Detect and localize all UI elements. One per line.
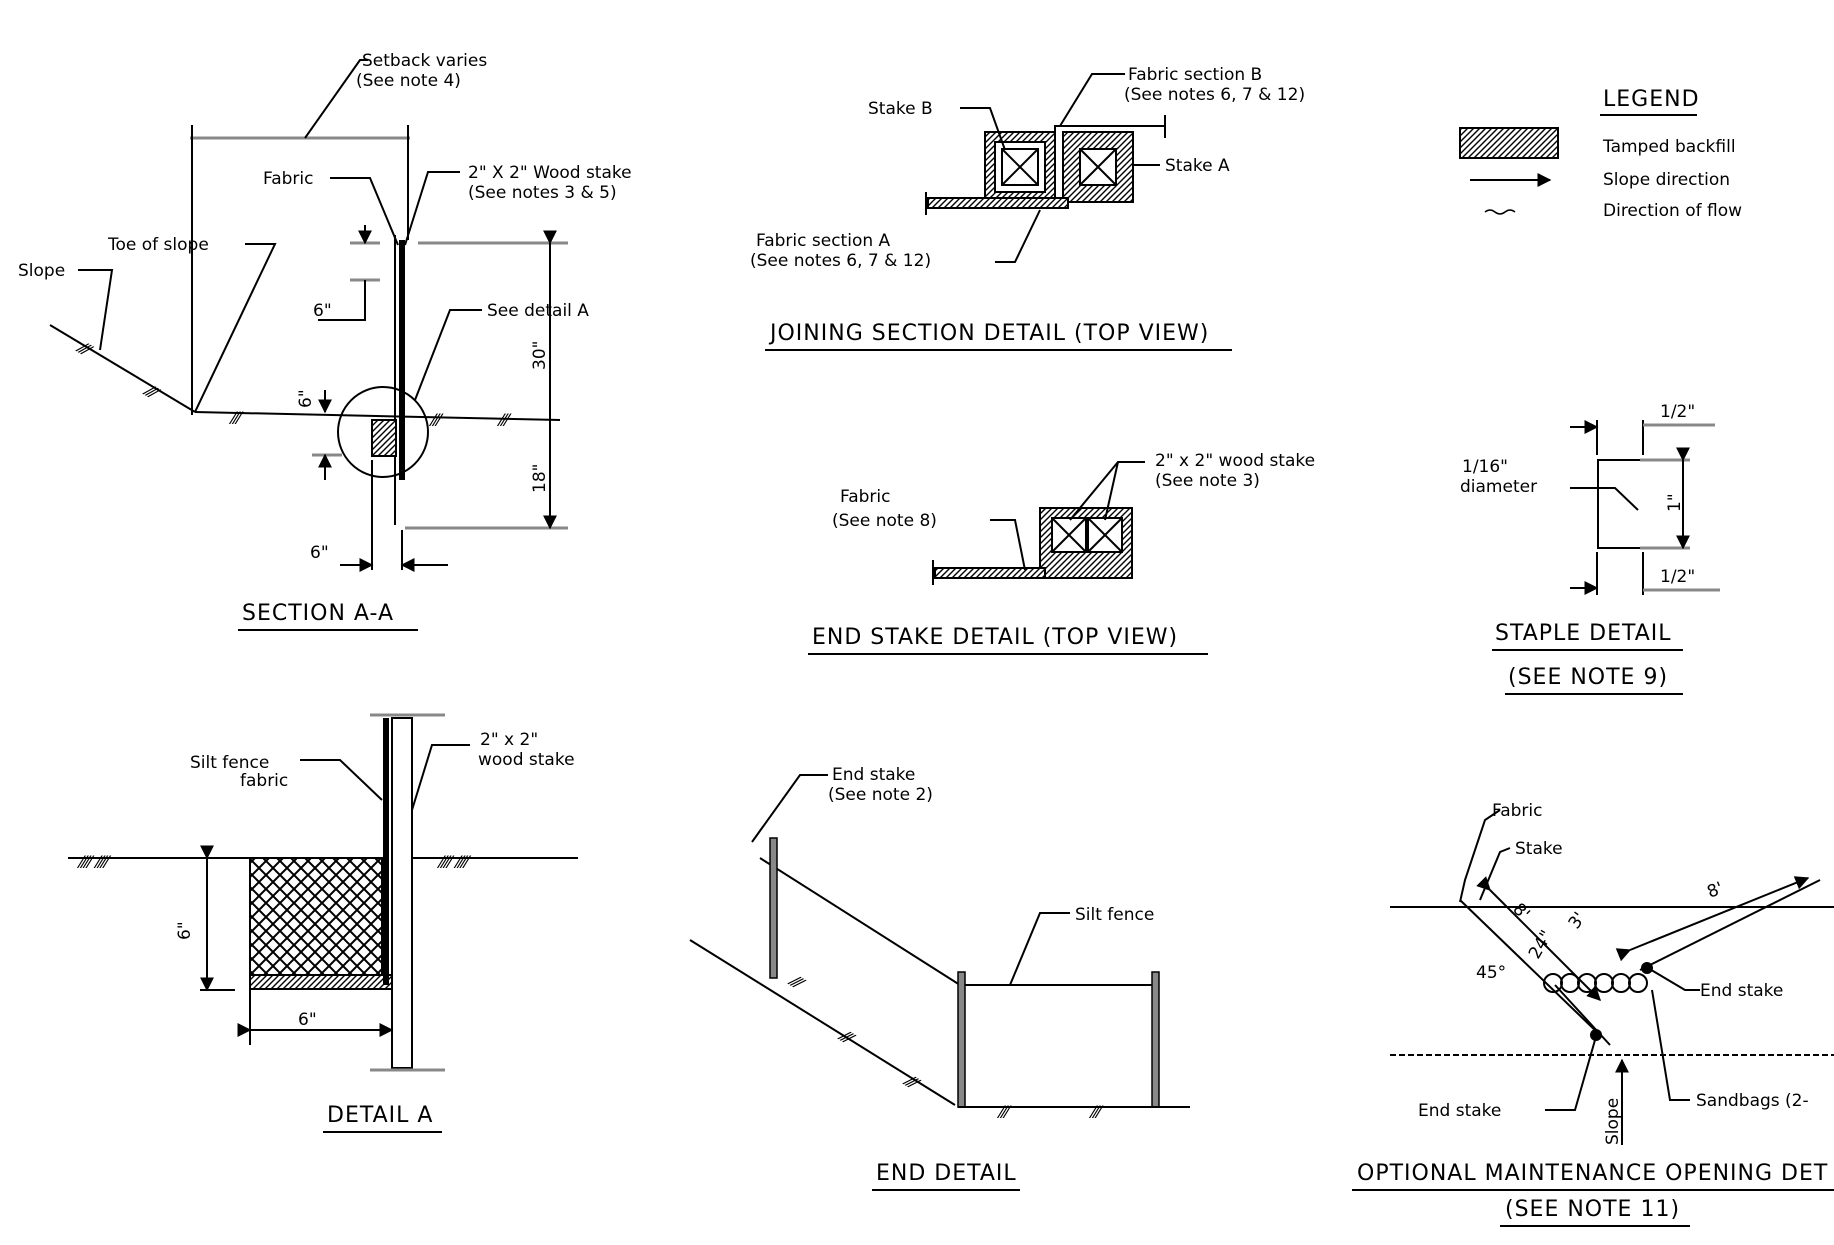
staple-subtitle: (SEE NOTE 9): [1508, 665, 1668, 690]
legend: LEGEND Tamped backfill Slope direction D…: [1459, 87, 1742, 221]
end-stake-detail: 2" x 2" wood stake (See note 3) Fabric (…: [808, 451, 1315, 655]
ground-hatch: ⁄⁄⁄: [228, 409, 244, 429]
staple-detail: 1/2" 1" 1/2" 1/16" diameter STAPLE DETAI…: [1460, 402, 1720, 695]
end-stake-label: 2" x 2" wood stake: [1155, 451, 1315, 471]
legend-item-0: Tamped backfill: [1602, 137, 1736, 157]
end-detail: ⁄⁄⁄ ⁄⁄⁄ ⁄⁄⁄ ⁄⁄⁄ ⁄⁄⁄ End stake (See note …: [689, 765, 1190, 1191]
opt-sandbags-label: Sandbags (2-: [1696, 1091, 1809, 1111]
stake-note: (See notes 3 & 5): [468, 183, 617, 203]
opt-dim-8b: 8': [1704, 878, 1726, 902]
optional-detail: 8' 8' 24" 3' 45° Fabric Stake End stake …: [1352, 801, 1834, 1227]
staple-diameter-1: 1/16": [1462, 457, 1508, 477]
legend-item-1: Slope direction: [1603, 170, 1730, 190]
detail-a-title: DETAIL A: [327, 1103, 433, 1128]
ground-hatch: ⁄⁄⁄: [784, 970, 808, 995]
fence-post: [957, 971, 966, 1108]
end-stake-title: END STAKE DETAIL (TOP VIEW): [812, 625, 1178, 650]
ground-hatch: ⁄⁄⁄⁄ ⁄⁄⁄⁄: [436, 853, 471, 873]
staple-bottom-dim: 1/2": [1660, 567, 1695, 587]
legend-title: LEGEND: [1603, 87, 1700, 112]
slope-label: Slope: [18, 261, 65, 281]
stake-a-label: Stake A: [1165, 156, 1230, 176]
detail-a-dim-w: 6": [298, 1010, 317, 1030]
joining-detail: Stake B Fabric section B (See notes 6, 7…: [750, 65, 1305, 351]
tamped-backfill: [371, 419, 397, 457]
tamped-backfill-trench: [249, 857, 383, 984]
opt-dim-3: 3': [1565, 909, 1590, 933]
opt-fabric-label: Fabric: [1492, 801, 1543, 821]
fabric-a-note: (See notes 6, 7 & 12): [750, 251, 931, 271]
detail-a-silt-2: fabric: [240, 771, 288, 791]
opt-dim-24: 24": [1525, 927, 1557, 963]
fabric-a-label: Fabric section A: [756, 231, 891, 251]
dim-6-bottom: 6": [310, 543, 329, 563]
dim-30: 30": [530, 341, 550, 370]
stake-label: 2" X 2" Wood stake: [468, 163, 632, 183]
opt-title: OPTIONAL MAINTENANCE OPENING DET: [1357, 1161, 1828, 1186]
opt-end-stake-right: End stake: [1700, 981, 1783, 1001]
end-stake-fabric-note: (See note 8): [832, 511, 937, 531]
stake-b-label: Stake B: [868, 99, 933, 119]
opt-dim-8a: 8': [1508, 899, 1533, 924]
staple-diameter-2: diameter: [1460, 477, 1537, 497]
staple-title: STAPLE DETAIL: [1495, 621, 1672, 646]
end-stake-post: [769, 837, 778, 979]
legend-flow-symbol: [1484, 209, 1516, 215]
fence-post: [1151, 971, 1160, 1108]
ground-hatch: ⁄⁄⁄: [139, 380, 163, 405]
fabric-b-note: (See notes 6, 7 & 12): [1124, 85, 1305, 105]
end-detail-stake-label: End stake: [832, 765, 915, 785]
opt-angle: 45°: [1476, 963, 1506, 983]
detail-a-circle: [337, 386, 429, 478]
detail-a-stake-1: 2" x 2": [480, 730, 538, 750]
ground-hatch: ⁄⁄⁄: [496, 411, 512, 431]
legend-item-2: Direction of flow: [1603, 201, 1742, 221]
fabric-label: Fabric: [263, 169, 314, 189]
detail-a: ⁄⁄⁄⁄ ⁄⁄⁄⁄ ⁄⁄⁄⁄ ⁄⁄⁄⁄ 6" 6" Silt fence fab…: [68, 713, 578, 1133]
section-aa-title: SECTION A-A: [242, 601, 394, 626]
ground-hatch: ⁄⁄⁄: [428, 411, 444, 431]
dim-6-side: 6": [296, 389, 316, 408]
joining-title: JOINING SECTION DETAIL (TOP VIEW): [768, 321, 1209, 346]
end-detail-title: END DETAIL: [876, 1161, 1017, 1186]
opt-subtitle: (SEE NOTE 11): [1505, 1197, 1680, 1222]
ground-hatch: ⁄⁄⁄: [834, 1025, 858, 1050]
dim-6-top: 6": [313, 301, 332, 321]
detail-a-stake-2: wood stake: [478, 750, 575, 770]
see-detail-label: See detail A: [487, 301, 589, 321]
detail-a-silt-1: Silt fence: [190, 753, 269, 773]
wood-stake: [391, 717, 413, 1069]
end-detail-silt-label: Silt fence: [1075, 905, 1154, 925]
ground-hatch: ⁄⁄⁄: [1088, 1103, 1104, 1123]
fabric-b-label: Fabric section B: [1128, 65, 1262, 85]
end-stake-marker: [1641, 962, 1653, 974]
end-stake-note: (See note 3): [1155, 471, 1260, 491]
legend-backfill-swatch: [1459, 127, 1559, 159]
ground-hatch: ⁄⁄⁄: [996, 1103, 1012, 1123]
toe-label: Toe of slope: [107, 235, 209, 255]
end-stake-fabric-label: Fabric: [840, 487, 891, 507]
setback-label: Setback varies: [362, 51, 487, 71]
staple-top-dim: 1/2": [1660, 402, 1695, 422]
detail-a-dim-h: 6": [175, 921, 195, 940]
opt-stake-label: Stake: [1515, 839, 1563, 859]
staple-height-dim: 1": [1665, 493, 1685, 512]
setback-note: (See note 4): [356, 71, 461, 91]
opt-end-stake-left: End stake: [1418, 1101, 1501, 1121]
section-aa: Setback varies (See note 4) ⁄⁄⁄ ⁄⁄⁄ ⁄⁄⁄ …: [18, 51, 632, 631]
ground-hatch: ⁄⁄⁄⁄ ⁄⁄⁄⁄: [76, 853, 111, 873]
end-detail-stake-note: (See note 2): [828, 785, 933, 805]
dim-18: 18": [530, 464, 550, 493]
opt-slope-label: Slope: [1603, 1098, 1623, 1145]
